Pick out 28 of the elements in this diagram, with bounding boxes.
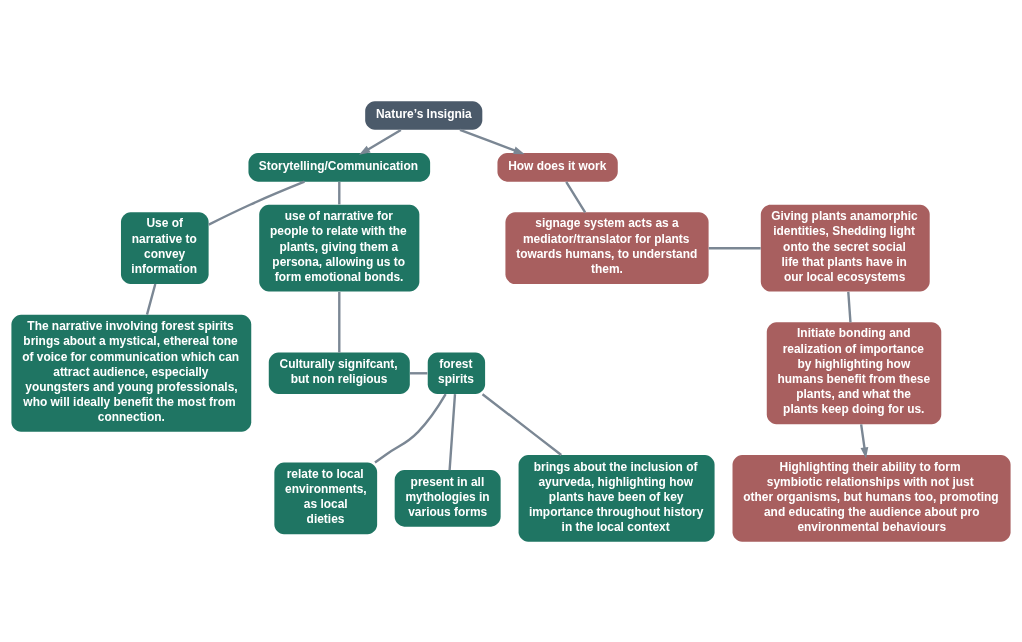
node-box: use of narrative for people to relate with the plants, giving them a persona, allowing us to form emotional bonds. bbox=[259, 204, 420, 292]
connector bbox=[708, 246, 761, 249]
node-box: Giving plants anamorphic identities, Shedding light onto the secret social life that plants have in our local ecosystems bbox=[760, 204, 930, 292]
connector bbox=[338, 291, 341, 353]
arrow bbox=[359, 128, 402, 155]
connector bbox=[374, 393, 447, 463]
node-box: Nature’s Insignia bbox=[365, 100, 483, 130]
connector bbox=[145, 283, 157, 315]
node-box: brings about the inclusion of ayurveda, highlighting how plants have been of key importance throughout history in the local context bbox=[518, 454, 715, 542]
connector bbox=[448, 393, 457, 470]
node-box: Culturally signifcant, but non religious bbox=[268, 352, 410, 394]
node-box: signage system acts as a mediator/translator for plants towards humans, to understand them. bbox=[505, 211, 709, 284]
node-box: The narrative involving forest spirits brings about a mystical, ethereal tone of voice for communication which can attract audience, especially youngsters and young professionals, who will ideally benefit the most from connection. bbox=[11, 314, 252, 432]
connector bbox=[338, 181, 341, 204]
node-box: present in all mythologies in various forms bbox=[394, 469, 501, 527]
connector bbox=[847, 291, 852, 322]
node-box: Initiate bonding and realization of importance by highlighting how humans benefit from these plants, and what the plants keep doing for us. bbox=[766, 321, 942, 424]
node-box: Storytelling/Communication bbox=[248, 152, 431, 182]
connector bbox=[481, 392, 562, 456]
connector bbox=[208, 180, 305, 226]
node-box: relate to local environments, as local dieties bbox=[274, 462, 378, 534]
arrow bbox=[859, 423, 869, 458]
node-box: How does it work bbox=[497, 152, 618, 182]
connector bbox=[565, 180, 587, 213]
node-box: Use of narrative to convey information bbox=[120, 211, 209, 284]
arrow bbox=[459, 128, 525, 154]
node-box: forest spirits bbox=[427, 352, 486, 394]
node-box: Highlighting their ability to form symbiotic relationships with not just other organisms, but humans too, promoting and educating the audience about pro environmental behaviours bbox=[732, 454, 1011, 542]
